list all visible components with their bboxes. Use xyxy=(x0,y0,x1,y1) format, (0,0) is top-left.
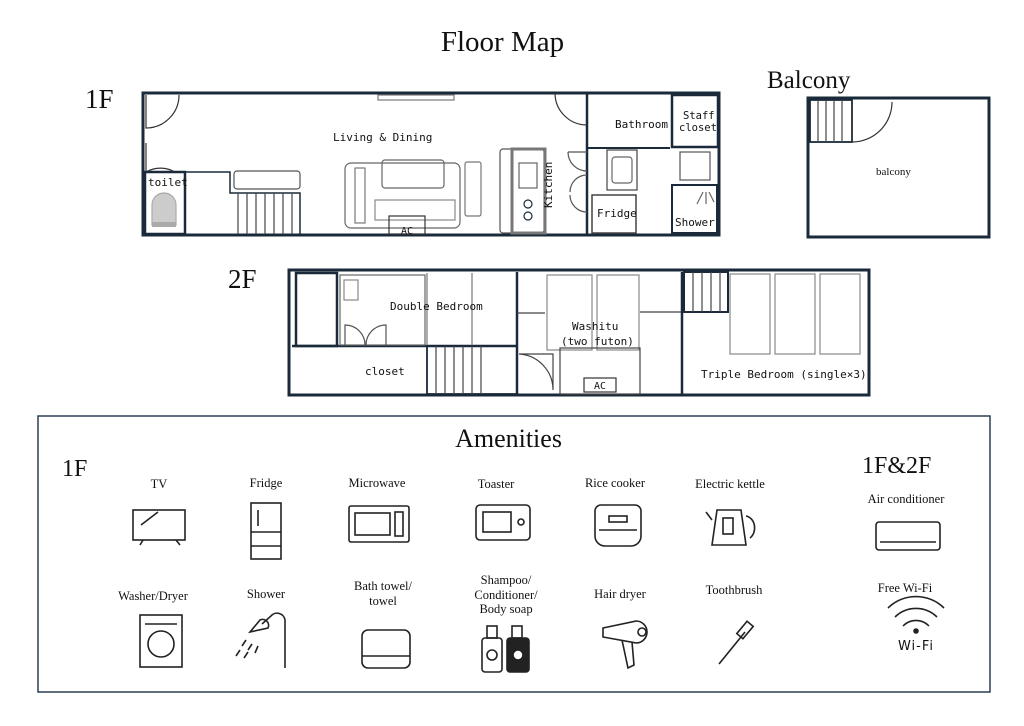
amenity-label-air-conditioner: Air conditioner xyxy=(867,492,945,506)
amenity-label-towel-line2: towel xyxy=(369,594,397,608)
room-balcony: balcony xyxy=(876,166,911,178)
floor-label-2f: 2F xyxy=(228,264,257,294)
toothbrush-icon xyxy=(718,620,755,665)
amenity-label-kettle: Electric kettle xyxy=(695,477,765,491)
toaster-icon xyxy=(475,504,531,541)
amenity-label-shower: Shower xyxy=(246,587,286,601)
amenity-label-shampoo-line1: Shampoo/ xyxy=(480,573,532,587)
amenity-label-tv: TV xyxy=(150,477,168,491)
hair-dryer-icon xyxy=(602,620,648,670)
room-bathroom: Bathroom xyxy=(615,118,668,131)
page-title: Floor Map xyxy=(440,26,565,58)
room-kitchen: Kitchen xyxy=(542,161,555,208)
amenity-label-shampoo-line2: Conditioner/ xyxy=(474,588,538,602)
room-triple-bedroom: Triple Bedroom (single×3) xyxy=(701,368,867,381)
tv-icon xyxy=(132,509,186,546)
room-closet: closet xyxy=(365,365,405,378)
amenity-label-washer: Washer/Dryer xyxy=(118,589,188,603)
amenity-label-shampoo-line3: Body soap xyxy=(479,602,533,616)
air-conditioner-icon xyxy=(875,521,941,551)
kettle-icon xyxy=(705,509,756,546)
amenity-label-fridge: Fridge xyxy=(249,476,283,490)
room-staff-closet-line1: Staff xyxy=(683,110,715,122)
room-fridge: Fridge xyxy=(597,207,637,220)
shower-icon xyxy=(235,612,286,668)
room-toilet: toilet xyxy=(148,176,188,189)
room-double-bedroom: Double Bedroom xyxy=(390,300,483,313)
rice-cooker-icon xyxy=(594,504,642,547)
room-staff-closet-line2: closet xyxy=(679,122,717,134)
floor-label-1f: 1F xyxy=(85,84,114,114)
room-ac-2f: AC xyxy=(594,381,607,392)
room-washitu: Washitu xyxy=(572,320,619,333)
microwave-icon xyxy=(348,505,410,543)
amenity-label-towel-line1: Bath towel/ xyxy=(354,579,412,593)
wifi-icon-text: Wi-Fi xyxy=(897,639,934,654)
room-shower: Shower xyxy=(675,216,715,229)
amenities-section-1f: 1F xyxy=(62,456,88,482)
amenity-label-microwave: Microwave xyxy=(348,476,406,490)
amenity-label-wifi: Free Wi-Fi xyxy=(877,581,933,595)
washer-icon xyxy=(139,614,183,668)
towel-icon xyxy=(361,629,411,669)
amenity-label-rice-cooker: Rice cooker xyxy=(584,476,646,490)
amenity-label-toaster: Toaster xyxy=(477,477,515,491)
wifi-icon xyxy=(887,595,945,634)
amenities-box xyxy=(37,415,991,693)
amenity-label-toothbrush: Toothbrush xyxy=(705,583,763,597)
amenities-section-both: 1F&2F xyxy=(862,453,932,479)
room-living-dining: Living & Dining xyxy=(333,131,433,144)
plan-2f-outline xyxy=(287,268,871,397)
room-ac-1f: AC xyxy=(401,226,414,237)
plan-1f-outline xyxy=(141,91,721,237)
amenities-title: Amenities xyxy=(455,424,562,453)
room-washitu-sub: (two futon) xyxy=(561,335,634,348)
balcony-label: Balcony xyxy=(767,67,851,94)
shampoo-icon xyxy=(481,625,530,673)
balcony-outline xyxy=(806,96,991,239)
amenity-label-hair-dryer: Hair dryer xyxy=(594,587,646,601)
fridge-icon xyxy=(250,502,282,560)
